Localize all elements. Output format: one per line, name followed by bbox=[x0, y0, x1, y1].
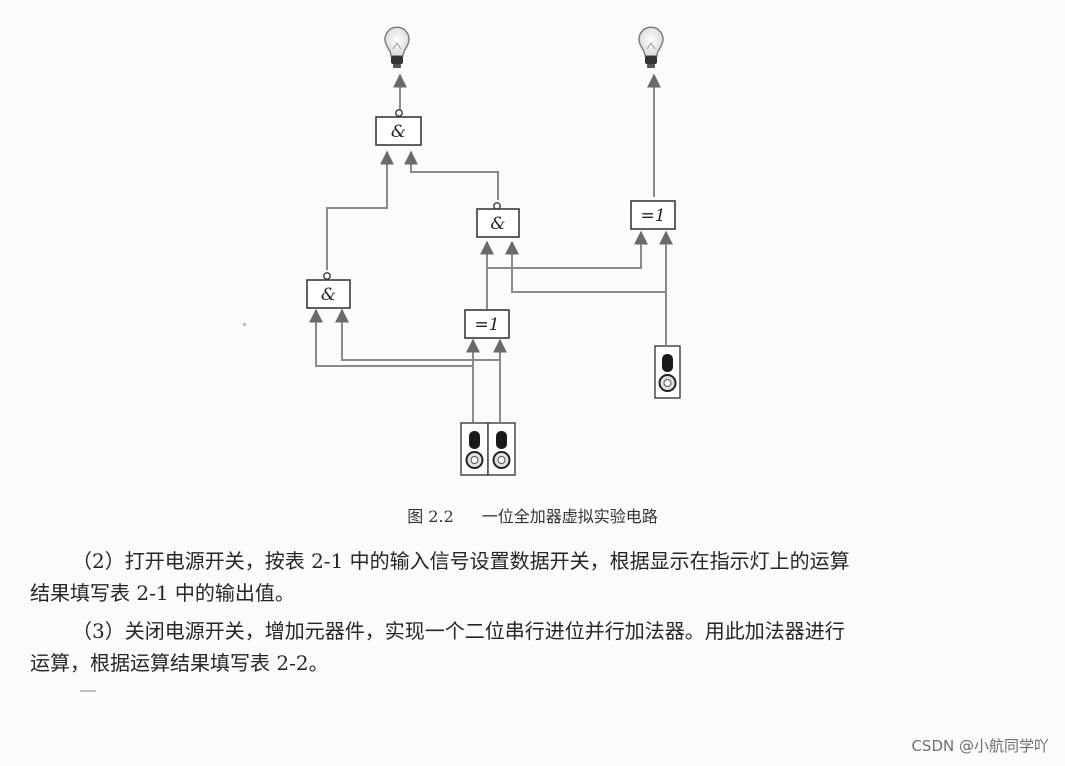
and-gate-middle: & bbox=[476, 202, 520, 238]
paragraph-line: 运算，根据运算结果填写表 2-2。 bbox=[30, 651, 329, 675]
and-gate-top: & bbox=[375, 109, 422, 146]
gate-label: & bbox=[321, 285, 336, 305]
gate-label: & bbox=[391, 122, 406, 142]
paragraph-step-2: （2）打开电源开关，按表 2-1 中的输入信号设置数据开关，根据显示在指示灯上的… bbox=[30, 545, 1010, 609]
output-bulb-sum bbox=[384, 26, 410, 68]
input-switch-a bbox=[460, 422, 489, 476]
paragraph-step-3: （3）关闭电源开关，增加元器件，实现一个二位串行进位并行加法器。用此加法器进行 … bbox=[30, 615, 1010, 679]
figure-number: 图 2.2 bbox=[407, 507, 454, 526]
figure-title: 一位全加器虚拟实验电路 bbox=[481, 507, 658, 526]
xor-gate-middle: =1 bbox=[464, 309, 510, 339]
figure-caption: 图 2.2 一位全加器虚拟实验电路 bbox=[0, 503, 1065, 527]
paragraph-line: （3）关闭电源开关，增加元器件，实现一个二位串行进位并行加法器。用此加法器进行 bbox=[72, 619, 845, 643]
wires bbox=[309, 73, 673, 422]
paragraph-line: 结果填写表 2-1 中的输出值。 bbox=[30, 581, 295, 605]
scan-speck bbox=[80, 690, 96, 692]
xor-gate-right: =1 bbox=[630, 200, 676, 230]
full-adder-circuit: & & & =1 =1 bbox=[306, 26, 681, 476]
paragraph-line: （2）打开电源开关，按表 2-1 中的输入信号设置数据开关，根据显示在指示灯上的… bbox=[72, 549, 850, 573]
output-bulb-carry bbox=[638, 26, 664, 68]
gate-label: =1 bbox=[640, 206, 665, 226]
watermark: CSDN @小航同学吖 bbox=[911, 737, 1049, 755]
scan-speck bbox=[243, 323, 246, 326]
gate-label: =1 bbox=[474, 315, 499, 335]
input-switch-carry bbox=[654, 345, 681, 399]
gate-label: & bbox=[490, 214, 505, 234]
input-switch-b bbox=[487, 422, 516, 476]
and-gate-left: & bbox=[306, 272, 351, 309]
